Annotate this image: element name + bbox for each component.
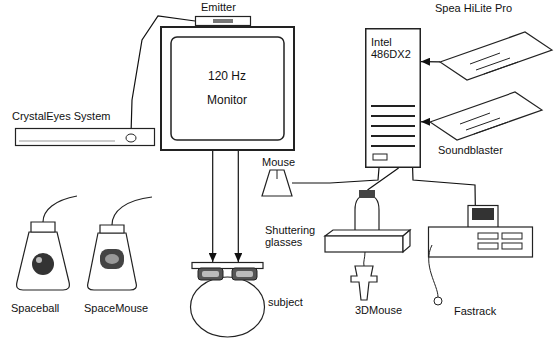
- spacemouse-device-shape: [86, 225, 138, 290]
- mouse-device: Mouse: [262, 170, 292, 196]
- subject-label: subject: [268, 296, 303, 308]
- pc-tower: Intel 486DX2: [365, 28, 421, 168]
- arrow: [212, 151, 213, 262]
- monitor-label: 120 Hz Monitor: [197, 64, 257, 112]
- arrow: [238, 151, 239, 262]
- cable: [292, 168, 379, 183]
- arrow: [421, 121, 430, 122]
- 3dmouse-device-shape: [325, 190, 410, 300]
- crystaleyes-label: CrystalEyes System: [12, 110, 110, 122]
- arrow: [421, 61, 440, 62]
- sound-card-shape: [430, 92, 542, 140]
- device-label: Mouse: [262, 156, 295, 168]
- spaceball-device-shape: [15, 222, 71, 290]
- graphics-card: Spea HiLite Pro: [440, 32, 552, 80]
- shutter-glasses: Shuttering glassessubject: [190, 262, 265, 280]
- pc-label: Intel 486DX2: [371, 36, 417, 60]
- emitter-box: Emitter: [195, 16, 251, 26]
- spaceball-device: Spaceball: [15, 222, 71, 290]
- cable: [413, 168, 476, 205]
- fastrack-device-shape: [428, 205, 533, 260]
- sound-card: Soundblaster: [430, 92, 542, 140]
- device-label: Fastrack: [454, 305, 496, 317]
- glasses-label: Shuttering glasses: [265, 224, 323, 248]
- device-label: SpaceMouse: [84, 302, 148, 314]
- shutter-glasses-shape: [190, 262, 265, 280]
- emitter-box-shape: [195, 16, 251, 26]
- mouse-device-shape: [262, 170, 292, 196]
- crystaleyes-box-shape: [15, 128, 155, 146]
- device-label: Spaceball: [11, 302, 59, 314]
- 3dmouse-device: 3DMouse: [325, 190, 410, 300]
- graphics-card-shape: [440, 32, 552, 80]
- emitter-label: Emitter: [201, 1, 236, 13]
- card-label: Soundblaster: [438, 144, 503, 156]
- spacemouse-device: SpaceMouse: [86, 225, 138, 290]
- monitor-box: 120 Hz Monitor: [160, 26, 295, 151]
- fastrack-device: Fastrack: [428, 205, 533, 260]
- device-label: 3DMouse: [355, 304, 402, 316]
- crystaleyes-box: CrystalEyes System: [15, 128, 155, 146]
- monitor-box-shape: [160, 26, 295, 151]
- card-label: Spea HiLite Pro: [435, 2, 512, 14]
- cable: [368, 168, 399, 190]
